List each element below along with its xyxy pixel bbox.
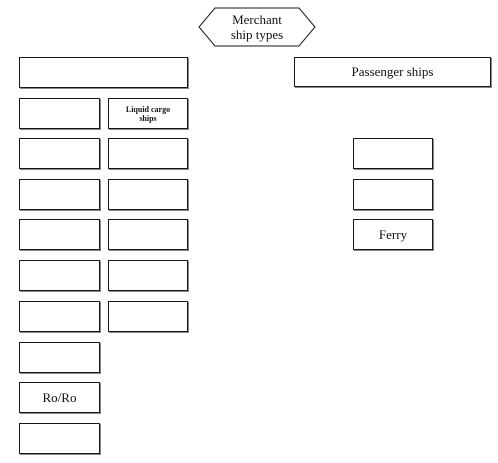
column-a-box — [19, 342, 100, 373]
passenger-ships-label: Passenger ships — [351, 64, 434, 79]
column-a-box — [19, 219, 100, 250]
roro-label: Ro/Ro — [42, 389, 77, 405]
column-a-box — [19, 98, 100, 129]
column-a-box — [19, 138, 100, 169]
liquid-cargo-ships-box: Liquid cargo ships — [108, 98, 188, 129]
column-a-box — [19, 179, 100, 210]
column-b-box — [108, 179, 188, 210]
ferry-box: Ferry — [353, 219, 433, 250]
root-hexagon-shape — [198, 7, 316, 47]
column-a-box — [19, 260, 100, 291]
column-b-box — [108, 260, 188, 291]
root-node: Merchant ship types — [197, 6, 317, 48]
ferry-label: Ferry — [378, 226, 408, 242]
column-b-box — [108, 301, 188, 332]
cargo-ships-box — [19, 57, 188, 88]
passenger-sub-box — [353, 179, 433, 210]
liquid-cargo-ships-label: Liquid cargo ships — [125, 104, 171, 123]
column-a-box — [19, 423, 100, 454]
column-b-box — [108, 138, 188, 169]
column-b-box — [108, 219, 188, 250]
roro-box: Ro/Ro — [19, 382, 100, 413]
passenger-sub-box — [353, 138, 433, 169]
column-a-box — [19, 301, 100, 332]
passenger-ships-box: Passenger ships — [294, 57, 491, 87]
root-label: Merchant ship types — [230, 12, 284, 42]
